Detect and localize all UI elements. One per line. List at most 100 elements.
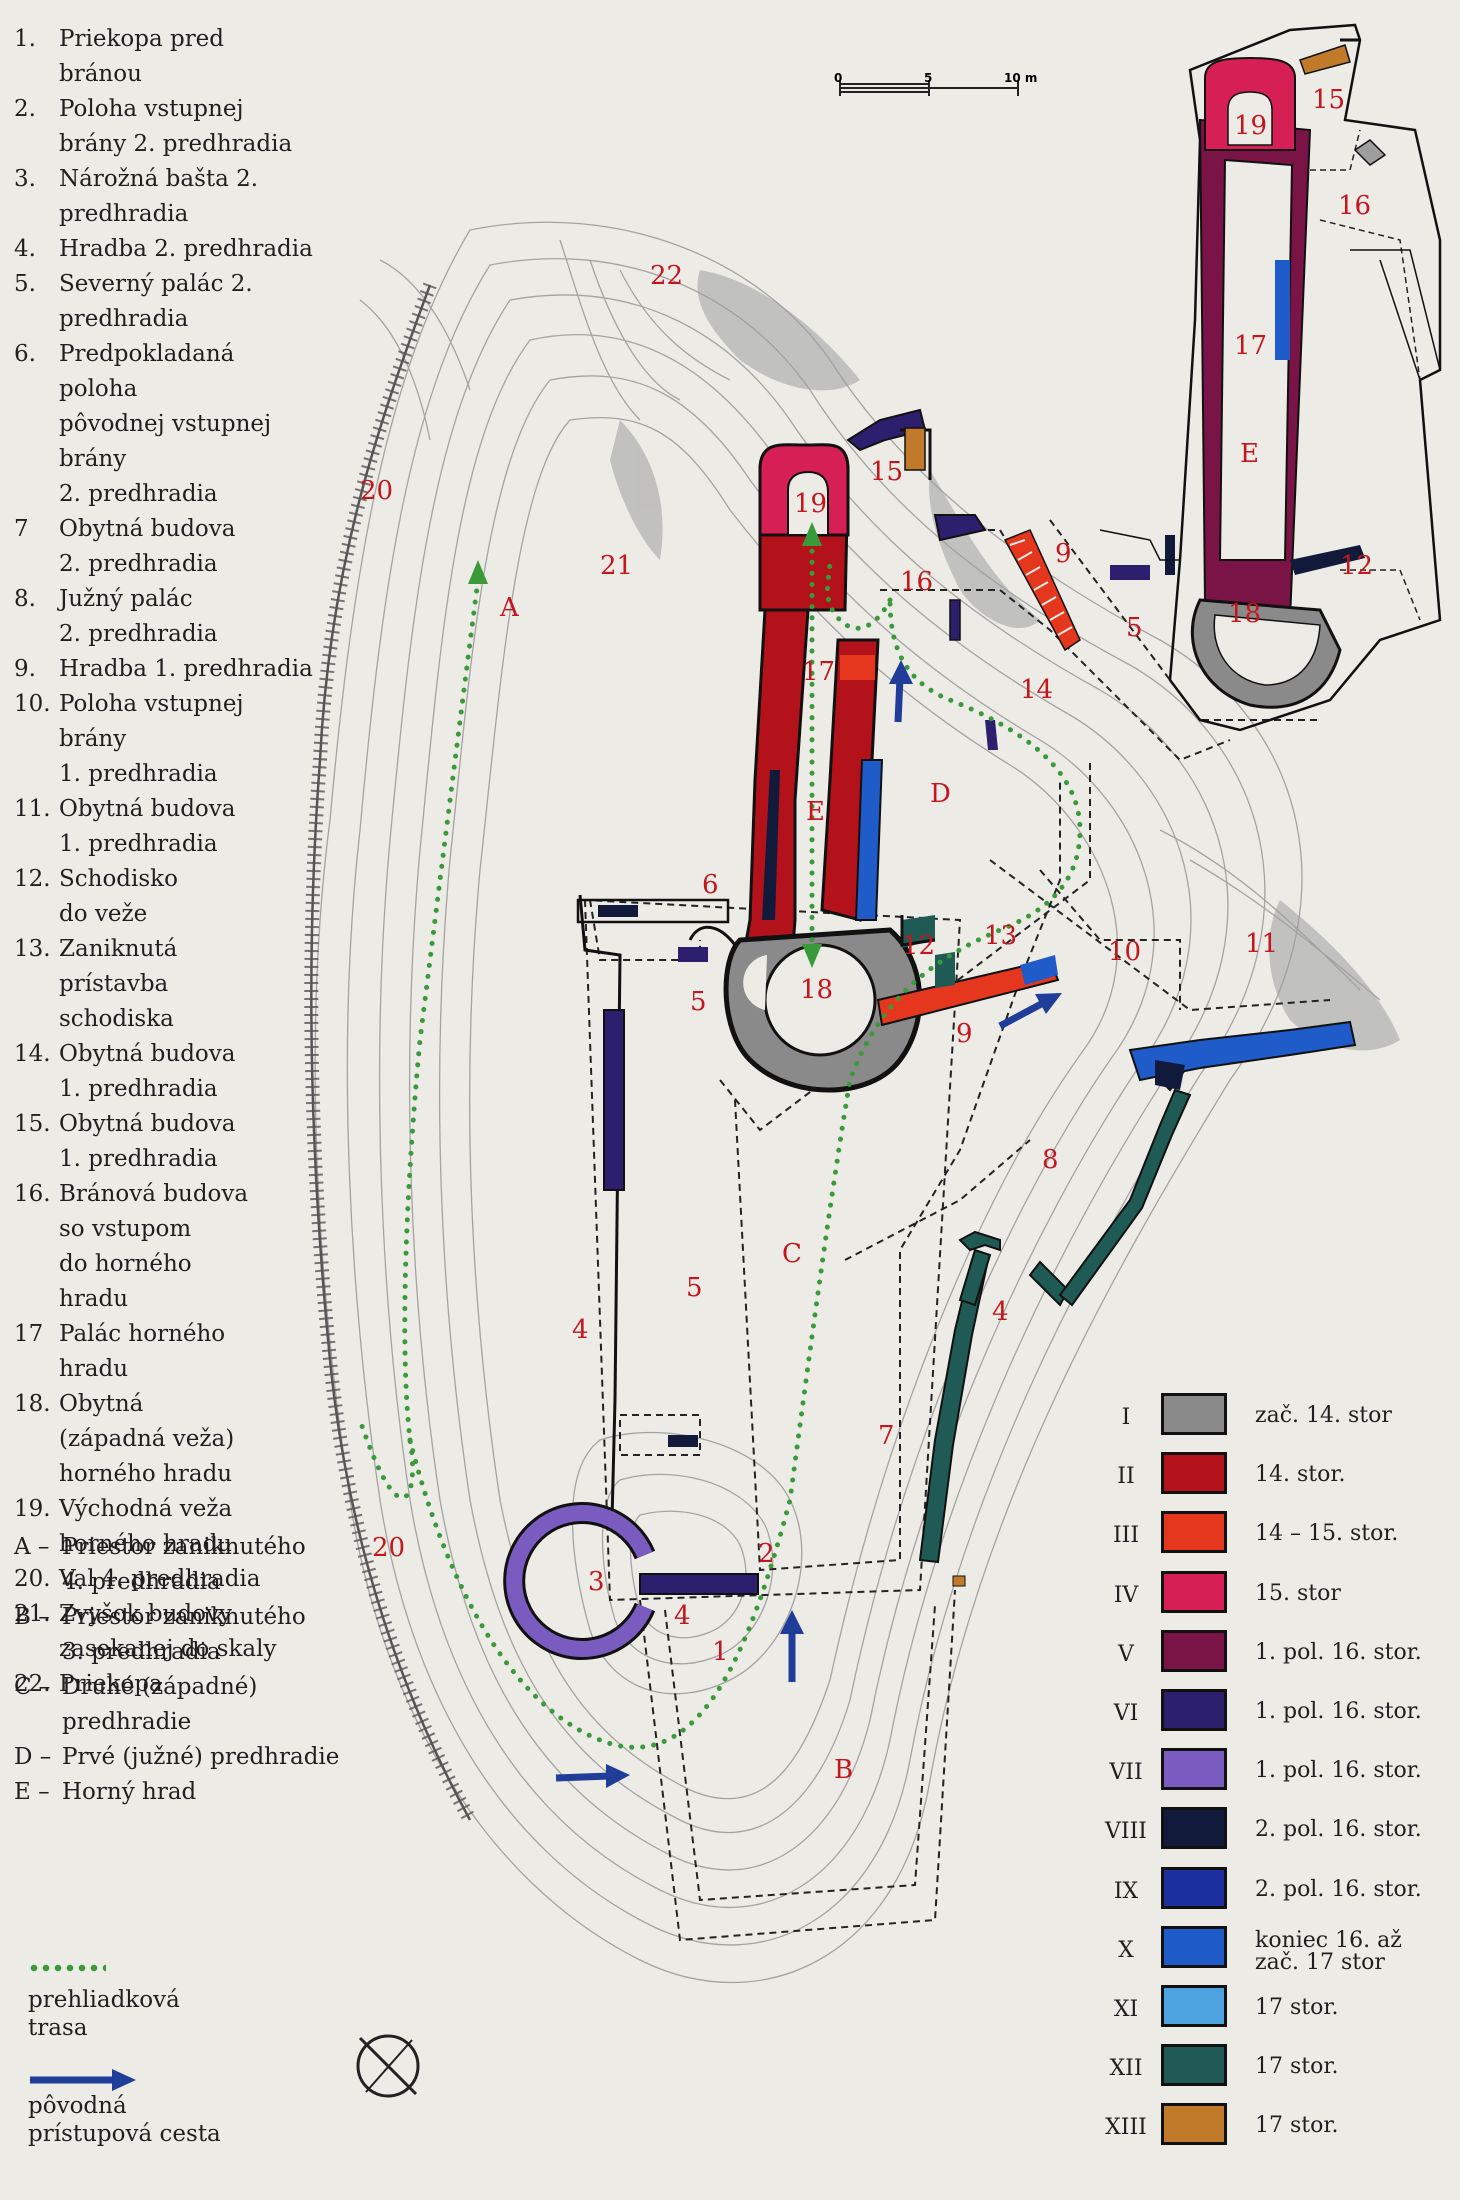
legend-item-10: 10.Poloha vstupnej brány 1. predhradia xyxy=(14,691,244,787)
map-label-11: 11 xyxy=(1245,929,1278,959)
west-wall xyxy=(576,894,730,1521)
period-swatch xyxy=(1161,1807,1227,1850)
map-label-C: C xyxy=(782,1239,802,1269)
scale-tick-5: 5 xyxy=(924,71,932,85)
map-labels: 1 2 3 4 4 4 5 5 6 7 8 9 9 10 11 12 13 14… xyxy=(360,261,1278,1785)
map-label-2: 2 xyxy=(758,1539,775,1569)
inset-label-19: 19 xyxy=(1234,111,1267,141)
bastion-3 xyxy=(503,1435,966,1660)
period-swatch xyxy=(1161,1688,1227,1731)
north-arrow-icon xyxy=(356,2034,420,2098)
tour-arrowheads xyxy=(468,522,822,968)
inset-label-15: 15 xyxy=(1312,85,1345,115)
area-item-C: C –Druhé (západné) predhradie xyxy=(14,1674,258,1735)
legend-item-3: 3.Nárožná bašta 2. predhradia xyxy=(14,166,259,227)
map-label-9b: 9 xyxy=(956,1019,973,1049)
access-route-label: pôvodná prístupová cesta xyxy=(28,2093,221,2147)
legend-item-5: 5.Severný palác 2. predhradia xyxy=(14,271,253,332)
legend-item-8: 8.Južný palác 2. predhradia xyxy=(14,586,218,647)
period-swatch xyxy=(1161,2044,1227,2087)
period-swatch xyxy=(1161,1925,1227,1968)
map-label-10: 10 xyxy=(1108,937,1141,967)
legend-item-1: 1.Priekopa pred bránou xyxy=(14,26,225,87)
scale-tick-0: 0 xyxy=(834,71,842,85)
map-label-5b: 5 xyxy=(686,1273,703,1303)
inset-labels: 15 16 17 E 12 18 19 5 xyxy=(1126,85,1373,643)
inset-label-17: 17 xyxy=(1234,331,1267,361)
map-label-9a: 9 xyxy=(1055,539,1072,569)
map-label-4b: 4 xyxy=(572,1315,589,1345)
access-arrows xyxy=(555,660,1062,1788)
legend-item-18: 18.Obytná (západná veža) horného hradu xyxy=(14,1391,235,1487)
map-label-20b: 20 xyxy=(372,1533,405,1563)
area-item-A: A –Priestor zaniknutého 4. predhradia xyxy=(14,1534,306,1595)
east-walls xyxy=(918,1059,1201,1564)
map-label-18: 18 xyxy=(800,975,833,1005)
wall-11 xyxy=(1128,1020,1357,1090)
legend-item-14: 14.Obytná budova 1. predhradia xyxy=(14,1041,236,1102)
period-swatch xyxy=(1161,1393,1227,1435)
legend-item-9: 9.Hradba 1. predhradia xyxy=(14,656,313,682)
map-label-1: 1 xyxy=(712,1637,729,1667)
legend-item-19: 19.Východná veža horného hradu xyxy=(14,1496,233,1557)
map-label-3: 3 xyxy=(588,1567,605,1597)
map-label-4a: 4 xyxy=(674,1601,691,1631)
period-swatch xyxy=(1161,1984,1227,2027)
inset-plan xyxy=(1099,23,1442,732)
upper-castle xyxy=(688,408,1081,1093)
map-label-13: 13 xyxy=(984,921,1017,951)
area-item-E: E –Horný hrad xyxy=(14,1779,197,1805)
wall-9-hatched xyxy=(1003,529,1081,652)
route-legend: prehliadková trasa pôvodná prístupová ce… xyxy=(28,1964,288,2148)
area-item-B: B –Priestor zaniknutého 3. predhradia xyxy=(14,1604,306,1665)
map-label-8: 8 xyxy=(1042,1145,1059,1175)
map-label-6: 6 xyxy=(702,870,719,900)
area-legend: A –Priestor zaniknutého 4. predhradia B … xyxy=(14,1530,354,1810)
legend-item-16: 16.Bránová budova so vstupom do horného … xyxy=(14,1181,249,1312)
inset-label-16: 16 xyxy=(1338,191,1371,221)
legend-item-6: 6.Predpokladaná poloha pôvodnej vstupnej… xyxy=(14,341,272,507)
scale-bar: 0 5 10 m xyxy=(834,71,1037,96)
map-label-E: E xyxy=(806,797,825,827)
map-label-22: 22 xyxy=(650,261,683,291)
legend-item-22: 22.Priekopa xyxy=(14,1671,163,1697)
map-label-5a: 5 xyxy=(690,987,707,1017)
legend-item-15: 15.Obytná budova 1. predhradia xyxy=(14,1111,236,1172)
access-arrow-swatch xyxy=(28,2068,288,2092)
period-swatch xyxy=(1161,1570,1227,1613)
tour-route-label: prehliadková trasa xyxy=(28,1987,180,2041)
tour-route-swatch xyxy=(28,1964,106,1972)
map-label-21: 21 xyxy=(600,551,633,581)
map-label-16: 16 xyxy=(900,567,933,597)
legend-item-11: 11.Obytná budova 1. predhradia xyxy=(14,796,236,857)
legend-item-21: 21.Zvyšok budovy zasekanej do skaly xyxy=(14,1601,277,1662)
legend-item-20: 20.Val 4. predhradia xyxy=(14,1566,261,1592)
map-label-15: 15 xyxy=(870,457,903,487)
period-swatch xyxy=(1161,1452,1227,1495)
map-label-4c: 4 xyxy=(992,1297,1009,1327)
map-label-B: B xyxy=(834,1755,853,1785)
inset-label-18: 18 xyxy=(1228,599,1261,629)
legend-item-12: 12.Schodisko do veže xyxy=(14,866,178,927)
period-swatch xyxy=(1161,1748,1227,1791)
rampart-hachure xyxy=(304,282,477,1824)
period-swatch xyxy=(1161,1511,1227,1554)
period-swatch xyxy=(1161,1866,1227,1909)
period-swatch xyxy=(1161,2103,1227,2146)
